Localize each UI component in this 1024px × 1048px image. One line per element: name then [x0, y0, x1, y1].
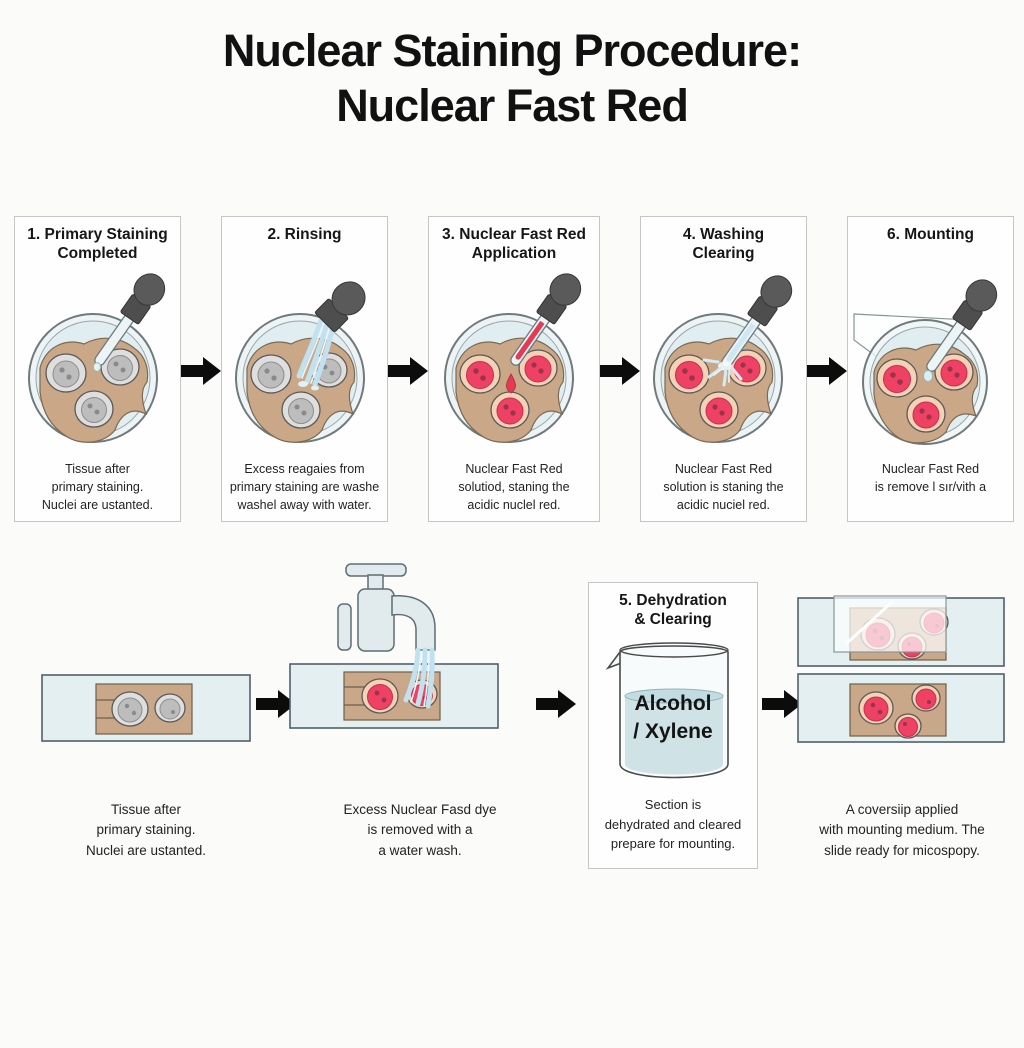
- petri-dish-rinsing-illustration: [234, 281, 366, 443]
- step-caption: Tissue after primary staining. Nuclei ar…: [41, 462, 154, 513]
- step-caption: Section is dehydrated and cleared prepar…: [604, 797, 742, 851]
- step-title: 3. Nuclear Fast Red Application: [442, 226, 586, 262]
- bottom-step-row: Tissue after primary staining. Nuclei ar…: [0, 554, 1024, 974]
- petri-dish-unstained-illustration: [27, 273, 165, 443]
- mounting-medium-drop: [923, 370, 934, 382]
- step-title: 1. Primary Staining Completed: [27, 226, 168, 262]
- step-panel-4-washing-clearing: 4. Washing Clearing: [639, 216, 807, 522]
- petri-dish-washing-illustration: [653, 275, 793, 443]
- dropper-icon: [93, 273, 165, 366]
- clear-drop: [92, 362, 101, 372]
- step-caption: Excess Nuclear Fasd dye is removed with …: [343, 802, 497, 858]
- water-liquid: [727, 322, 756, 362]
- step-caption: Nuclear Fast Red solution is staning the…: [663, 462, 784, 513]
- step-panel-6-mounting: 6. Mounting: [846, 216, 1014, 522]
- faucet-wash-illustration: [289, 563, 499, 729]
- unstained-cells: [249, 352, 348, 429]
- step-caption: A coversiip applied with mounting medium…: [819, 802, 985, 858]
- step-caption: Tissue after primary staining. Nuclei ar…: [85, 802, 207, 858]
- water-stream: [296, 317, 335, 391]
- coverslip-overlay: [833, 595, 947, 653]
- faucet-icon: [337, 563, 436, 652]
- page-title: Nuclear Staining Procedure: Nuclear Fast…: [0, 24, 1024, 134]
- petri-dish-red-stain-illustration: [443, 273, 582, 443]
- step-caption: Nuclear Fast Red is remove l sır/vith a: [874, 462, 987, 495]
- step-panel-2-rinsing: 2. Rinsing: [221, 216, 388, 522]
- arrow-right-icon: [388, 357, 428, 524]
- step-panel-1-primary-staining: 1. Primary Staining Completed: [14, 216, 181, 522]
- dropper-bulb-icon: [314, 281, 366, 333]
- dropper-red-dye-icon: [510, 273, 582, 366]
- step-title: 6. Mounting: [886, 226, 974, 243]
- beaker-label: Alcohol / Xylene: [633, 692, 713, 744]
- slide-unstained-illustration: [41, 674, 251, 742]
- top-step-row: 1. Primary Staining Completed: [0, 216, 1024, 524]
- spray-splash: [702, 358, 743, 387]
- beaker-liquid: [625, 696, 723, 775]
- arrow-right-icon: [181, 357, 221, 524]
- red-dye-liquid: [515, 320, 545, 360]
- step-caption: Excess reagaies from primary staining ar…: [229, 462, 380, 513]
- mounted-slides-illustration: [797, 595, 1005, 743]
- step-caption: Nuclear Fast Red solutiod, staning the a…: [458, 462, 570, 513]
- red-drop: [506, 373, 516, 394]
- arrow-right-icon: [599, 357, 640, 524]
- unstained-cells: [44, 348, 140, 428]
- page-title-line2: Nuclear Fast Red: [336, 79, 689, 131]
- arrow-right-icon: [256, 690, 296, 723]
- petri-dish-mounting-illustration: [853, 279, 998, 445]
- step-title: 5. Dehydration & Clearing: [619, 592, 727, 628]
- step-title: 4. Washing Clearing: [682, 226, 765, 262]
- stained-cells: [459, 349, 558, 429]
- stained-cells: [668, 349, 768, 429]
- page-title-line1: Nuclear Staining Procedure:: [222, 25, 802, 76]
- arrow-right-icon: [806, 357, 847, 524]
- arrow-right-icon: [762, 690, 802, 723]
- water-stream: [403, 647, 435, 709]
- beaker-illustration: Alcohol / Xylene: [598, 636, 748, 791]
- arrow-right-icon: [536, 690, 576, 723]
- step-panel-3-nfr-application: 3. Nuclear Fast Red Application: [428, 216, 600, 522]
- step-panel-5-dehydration: 5. Dehydration & Clearing Alcohol / Xyle…: [588, 582, 758, 869]
- stained-cells: [876, 353, 975, 433]
- dropper-icon: [926, 279, 998, 372]
- step-title: 2. Rinsing: [267, 226, 342, 243]
